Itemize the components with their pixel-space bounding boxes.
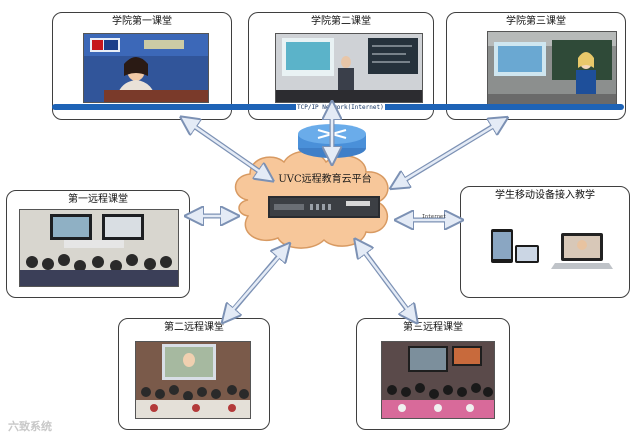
internet-label: Internet: [422, 214, 446, 220]
watermark-text: 六致系统: [8, 418, 52, 434]
server-device-icon: [268, 196, 380, 218]
platform-title: UVC远程教育云平台: [270, 174, 380, 186]
